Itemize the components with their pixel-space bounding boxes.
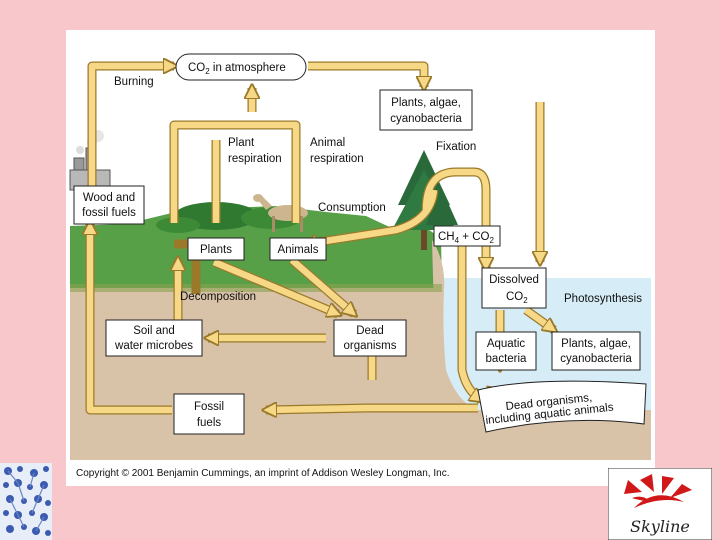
plants-algae-line1: Plants, algae, [391,97,461,109]
plants-algae-bottom-line1: Plants, algae, [561,338,631,350]
burning-label: Burning [114,76,154,88]
dead-organisms-node [333,319,407,357]
fossil-fuels-node [173,393,245,435]
wood-fossil-line2: fossil fuels [82,207,136,219]
plant-respiration-line2: respiration [228,153,282,165]
svg-text:CH4 + CO2: CH4 + CO2 [438,231,494,245]
plants-label: Plants [200,244,232,256]
ch4-label: CH [438,231,455,243]
dissolved-co2-prefix: CO [506,291,523,303]
fossil-fuels-line1: Fossil [194,401,224,413]
decomposition-label: Decomposition [180,291,256,303]
plus-sign: + [459,231,472,243]
dead-organisms-line1: Dead [356,325,384,337]
plants-algae-node [379,89,473,131]
animal-respiration-line1: Animal [310,137,345,149]
dissolved-co2-sub: 2 [523,296,528,305]
fossil-fuels-line2: fuels [197,417,222,429]
photosynthesis-label: Photosynthesis [564,293,642,305]
co2-atmosphere-sub: 2 [205,67,210,76]
svg-text:CO2: CO2 [506,291,528,305]
wood-fossil-line1: Wood and [83,192,135,204]
animals-label: Animals [278,244,319,256]
plants-algae-bottom-node [551,331,641,371]
soil-microbes-node [105,319,203,357]
plants-algae-line2: cyanobacteria [390,113,462,125]
consumption-label: Consumption [318,202,386,214]
dead-organisms-line2: organisms [343,340,396,352]
plants-algae-bottom-line2: cyanobacteria [560,353,632,365]
fixation-label: Fixation [436,141,476,153]
wood-fossil-node [73,185,145,225]
molecule-logo [0,463,52,540]
svg-text:CO2 in atmosphere: CO2 in atmosphere [188,62,286,76]
dissolved-co2-node [481,267,547,309]
plants-node [187,237,245,261]
ch4-co2-node [433,225,501,247]
skyline-logo: Skyline [608,468,712,540]
soil-layer [70,278,502,460]
dead-aquatic-node [477,380,647,433]
carbon-cycle-figure: CO2 in atmosphere Plants, algae, cyanoba… [66,30,655,486]
co2-atmosphere-suffix: in atmosphere [210,62,286,74]
ground-dark [70,284,442,292]
animals-node [269,237,327,261]
co2-atmosphere-prefix: CO [188,62,205,74]
skyline-emblem [624,474,692,508]
copyright-text: Copyright © 2001 Benjamin Cummings, an i… [76,468,449,479]
co2-sub: 2 [489,236,494,245]
aquatic-bacteria-node [475,331,537,371]
co2-label: CO [472,231,489,243]
skyline-text: Skyline [630,517,690,536]
animal-respiration-line2: respiration [310,153,364,165]
svg-text:cyanobacteria: cyanobacteria [390,113,462,125]
aquatic-bacteria-line2: bacteria [486,353,528,365]
aquatic-bacteria-line1: Aquatic [487,338,526,350]
svg-text:Plants, algae,: Plants, algae, [391,97,461,109]
dissolved-label: Dissolved [489,274,539,286]
ch4-sub: 4 [455,236,460,245]
soil-microbes-line1: Soil and [133,325,175,337]
soil-microbes-line2: water microbes [114,340,193,352]
carbon-cycle-diagram: CO2 in atmosphere Plants, algae, cyanoba… [69,53,651,479]
co2-atmosphere-node [175,53,307,81]
plant-respiration-line1: Plant [228,137,255,149]
shrubs [156,217,200,233]
